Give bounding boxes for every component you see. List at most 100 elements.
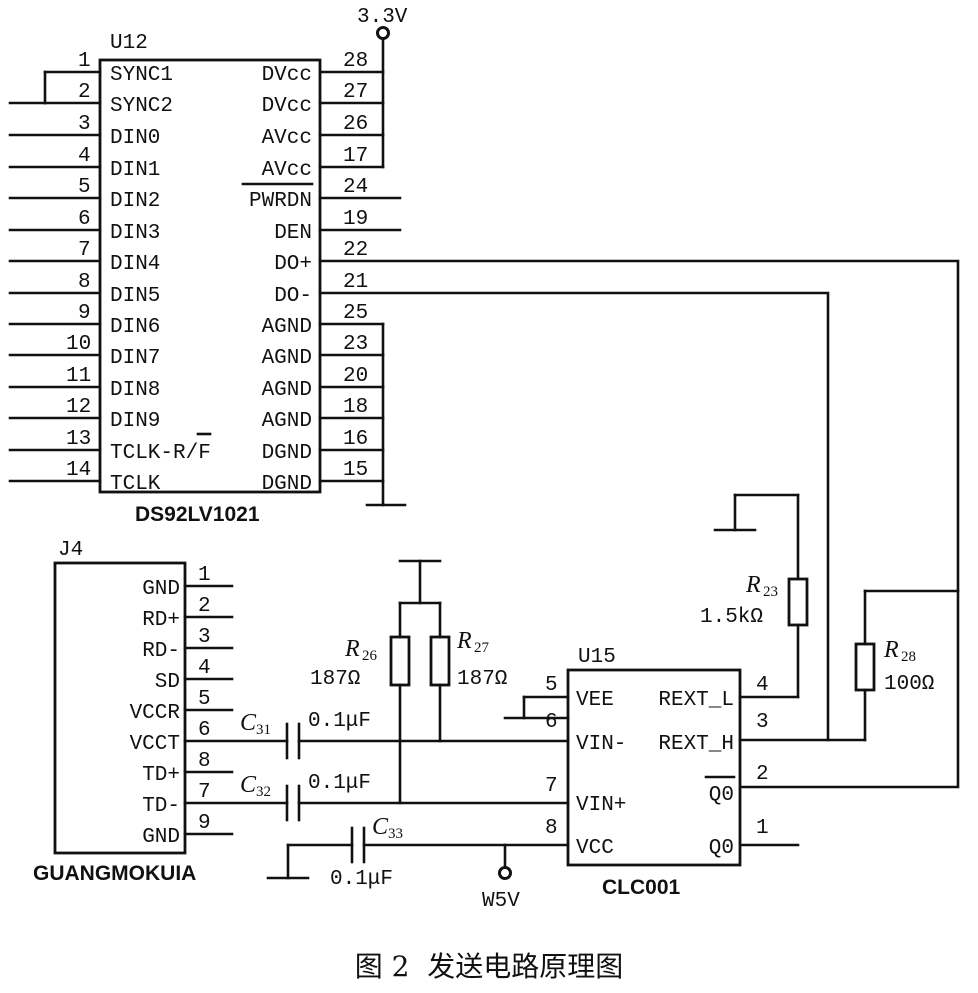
u12-pin-number: 7 bbox=[78, 239, 91, 262]
r23-body bbox=[787, 577, 809, 627]
u15-part-label: CLC001 bbox=[602, 876, 681, 899]
u12-pin-number: 2 bbox=[78, 81, 91, 104]
u12-pin-name: DIN4 bbox=[110, 253, 160, 276]
u12-pin-name: AGND bbox=[262, 316, 312, 339]
u12-right-pin-names: DVcc DVcc AVcc AVcc PWRDN DEN DO+ DO- AG… bbox=[241, 64, 314, 496]
j4-pin-name: GND bbox=[142, 578, 180, 601]
u12-pin-number: 22 bbox=[343, 239, 368, 262]
u12-pin-number: 27 bbox=[343, 81, 368, 104]
differential-output-nets bbox=[318, 259, 960, 789]
c32-value: 0.1μF bbox=[308, 772, 371, 795]
u12-body bbox=[98, 58, 322, 494]
u12-pin-name: AVcc bbox=[262, 159, 312, 182]
u12-pin-name: DVcc bbox=[262, 64, 312, 87]
u12-pin-name: PWRDN bbox=[249, 190, 312, 213]
u12-pin-name: DVcc bbox=[262, 95, 312, 118]
r27-letter: R bbox=[456, 628, 472, 654]
u15-pin-name: VEE bbox=[576, 689, 614, 712]
u12-pin-name: DIN7 bbox=[110, 347, 160, 370]
u12-serializer-chip: U12 DS92LV1021 1 2 3 4 5 bbox=[8, 6, 408, 526]
j4-pin-name: RD- bbox=[142, 640, 180, 663]
u12-pin-name: TCLK bbox=[110, 473, 161, 496]
u12-pin-name: DIN1 bbox=[110, 159, 160, 182]
u12-pin-number: 21 bbox=[343, 271, 368, 294]
u15-pin-name: REXT_L bbox=[658, 689, 734, 712]
u12-pin-number: 17 bbox=[343, 145, 368, 168]
j4-part-label: GUANGMOKUIA bbox=[33, 862, 196, 885]
c32-letter: C bbox=[240, 772, 257, 798]
j4-pin-name: SD bbox=[155, 671, 180, 694]
j4-pin-number: 6 bbox=[198, 719, 211, 742]
r26-sub: 26 bbox=[362, 648, 378, 664]
j4-ref-label: J4 bbox=[58, 539, 83, 562]
u15-body bbox=[566, 668, 742, 867]
u12-pin-number: 19 bbox=[343, 208, 368, 231]
u15-ref-label: U15 bbox=[578, 646, 616, 669]
u12-pin-number: 10 bbox=[66, 333, 91, 356]
c32-capacitor: C 32 0.1μF bbox=[183, 772, 570, 822]
u12-pin-number: 12 bbox=[66, 396, 91, 419]
r23-resistor: R 23 1.5kΩ bbox=[700, 493, 809, 699]
u12-pin-name: AVcc bbox=[262, 127, 312, 150]
r23-letter: R bbox=[745, 572, 761, 598]
supply-w5v-label: W5V bbox=[482, 890, 520, 913]
r26-letter: R bbox=[344, 636, 360, 662]
r28-value: 100Ω bbox=[884, 673, 934, 696]
u12-pin-number: 1 bbox=[78, 50, 91, 73]
j4-pin-name: TD+ bbox=[142, 764, 180, 787]
supply-3v3-label: 3.3V bbox=[357, 6, 408, 29]
u12-pin-number: 26 bbox=[343, 113, 368, 136]
c31-capacitor: C 31 0.1μF bbox=[183, 710, 570, 760]
u12-pin-number: 24 bbox=[343, 176, 368, 199]
u15-pin-name: Q0 bbox=[709, 837, 734, 860]
u15-pin-name: VIN- bbox=[576, 733, 626, 756]
u12-pin-number: 16 bbox=[343, 428, 368, 451]
u12-pin-name: DIN6 bbox=[110, 316, 160, 339]
u15-pin-name: VCC bbox=[576, 837, 614, 860]
u12-pin-number: 14 bbox=[66, 459, 91, 482]
u12-pin-name: AGND bbox=[262, 379, 312, 402]
j4-pin-number: 3 bbox=[198, 626, 211, 649]
u12-pin-name: DGND bbox=[262, 473, 312, 496]
u12-pin-name: DO+ bbox=[274, 253, 312, 276]
u15-pin-number: 7 bbox=[545, 775, 558, 798]
j4-pin-names: GND RD+ RD- SD VCCR VCCT TD+ TD- GND bbox=[130, 578, 181, 849]
r28-sub: 28 bbox=[901, 649, 916, 665]
c32-sub: 32 bbox=[256, 784, 271, 800]
figure-caption: 图 2 发送电路原理图 bbox=[354, 950, 624, 983]
c33-sub: 33 bbox=[388, 826, 403, 842]
j4-pin-number: 1 bbox=[198, 564, 211, 587]
u12-pin-number: 9 bbox=[78, 302, 91, 325]
u12-pin-number: 4 bbox=[78, 145, 91, 168]
j4-pin-numbers: 1 2 3 4 5 6 8 7 9 bbox=[198, 564, 211, 835]
u12-pin-name: TCLK-R/F bbox=[110, 442, 211, 465]
u15-pin-number: 2 bbox=[756, 763, 769, 786]
j4-pin-number: 2 bbox=[198, 595, 211, 618]
j4-body bbox=[53, 561, 187, 855]
u12-pin-number: 28 bbox=[343, 50, 368, 73]
u15-pin-number: 5 bbox=[545, 674, 558, 697]
u12-pin-number: 11 bbox=[66, 365, 91, 388]
j4-pin-number: 4 bbox=[198, 657, 211, 680]
u15-pin-number: 1 bbox=[756, 817, 769, 840]
u12-pin-number: 13 bbox=[66, 428, 91, 451]
u12-pin-name: DIN8 bbox=[110, 379, 160, 402]
j4-pin-number: 7 bbox=[198, 781, 211, 804]
r27-value: 187Ω bbox=[457, 668, 507, 691]
u12-part-label: DS92LV1021 bbox=[135, 503, 260, 526]
u12-left-pin-stubs bbox=[8, 70, 102, 483]
r26-value: 187Ω bbox=[310, 668, 360, 691]
u12-pin-number: 20 bbox=[343, 365, 368, 388]
r27-sub: 27 bbox=[474, 640, 490, 656]
r28-body bbox=[854, 642, 876, 692]
c33-capacitor: C 33 0.1μF bbox=[266, 814, 570, 891]
u12-pin-name: DGND bbox=[262, 442, 312, 465]
u12-pin-name: SYNC2 bbox=[110, 95, 173, 118]
u12-pin-number: 25 bbox=[343, 302, 368, 325]
u15-pin-number: 4 bbox=[756, 674, 769, 697]
u12-pin-name: DIN9 bbox=[110, 410, 160, 433]
u12-pin-number: 15 bbox=[343, 459, 368, 482]
u15-pin-number: 3 bbox=[756, 711, 769, 734]
u12-pin-number: 23 bbox=[343, 333, 368, 356]
j4-optical-module: J4 GUANGMOKUIA 1 2 3 4 5 6 8 7 9 GND RD+… bbox=[33, 539, 234, 885]
